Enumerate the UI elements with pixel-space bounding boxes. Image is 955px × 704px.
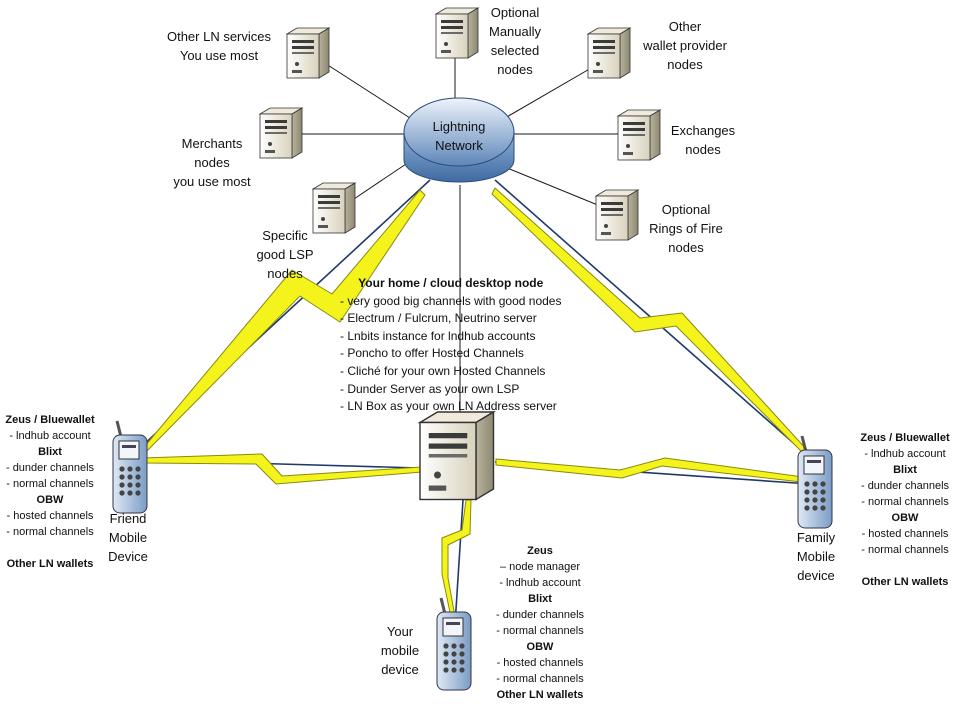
phone-yours <box>435 596 473 692</box>
wallet-line: Other LN wallets <box>861 576 949 588</box>
wallet-line: - lndhub account <box>499 577 581 589</box>
spoke-lines <box>295 50 620 209</box>
wallet-line <box>0 540 100 556</box>
home-node-item: - Lnbits instance for lndhub accounts <box>340 328 536 343</box>
wallet-line: Other LN wallets <box>6 558 94 570</box>
wallet-line: Blixt <box>893 464 917 476</box>
bolt-home-family <box>495 457 811 484</box>
wallet-line: - normal channels <box>861 496 949 508</box>
wallet-line: - normal channels <box>496 673 584 685</box>
home-node-title: Your home / cloud desktop node <box>358 276 544 290</box>
server-other-ln-services <box>286 27 330 79</box>
wallet-line: Zeus / Bluewallet <box>860 432 950 444</box>
lightning-network-cylinder <box>403 97 515 183</box>
wallet-line: - dunder channels <box>495 609 585 621</box>
wallet-line: OBW <box>891 512 919 524</box>
server-exchanges <box>617 109 661 161</box>
wallet-line: - dunder channels <box>860 480 950 492</box>
wallet-line: Blixt <box>528 593 552 605</box>
wallet-line <box>855 558 955 574</box>
wallet-line: - normal channels <box>861 544 949 556</box>
home-node-item: - LN Box as your own LN Address server <box>340 399 557 414</box>
wallet-line: - normal channels <box>6 478 94 490</box>
phone-friend <box>111 419 149 515</box>
wallet-line: Blixt <box>38 446 62 458</box>
wallet-line: - normal channels <box>496 625 584 637</box>
wallet-line: OBW <box>36 494 64 506</box>
server-merchants <box>259 107 303 159</box>
home-node-item: - very good big channels with good nodes <box>340 293 562 308</box>
wallet-line: - normal channels <box>6 526 94 538</box>
wallet-line: - dunder channels <box>5 462 95 474</box>
wallet-line: – node manager <box>499 561 581 573</box>
server-other-wallet-provider <box>587 27 631 79</box>
bolt-home-friend <box>141 453 423 485</box>
home-node-item: - Dunder Server as your own LSP <box>340 381 520 396</box>
wallet-line: - hosted channels <box>496 657 584 669</box>
home-server <box>419 411 495 501</box>
phone-family <box>796 434 834 530</box>
wallet-line: Other LN wallets <box>496 689 584 701</box>
home-node-item: - Poncho to offer Hosted Channels <box>340 346 524 361</box>
home-node-description: Your home / cloud desktop node - very go… <box>340 275 561 416</box>
server-rings-of-fire <box>595 189 639 241</box>
home-node-item: - Electrum / Fulcrum, Neutrino server <box>340 311 537 326</box>
home-node-item: - Cliché for your own Hosted Channels <box>340 363 546 378</box>
wallet-line: - lndhub account <box>864 448 946 460</box>
network-label: Lightning Network <box>432 119 486 153</box>
wallet-line: - lndhub account <box>9 430 91 442</box>
wallet-line: Zeus / Bluewallet <box>5 414 95 426</box>
wallet-line: Zeus <box>527 545 553 557</box>
wallet-line: OBW <box>526 641 554 653</box>
wallet-line: - hosted channels <box>861 528 949 540</box>
wallet-line: - hosted channels <box>6 510 94 522</box>
